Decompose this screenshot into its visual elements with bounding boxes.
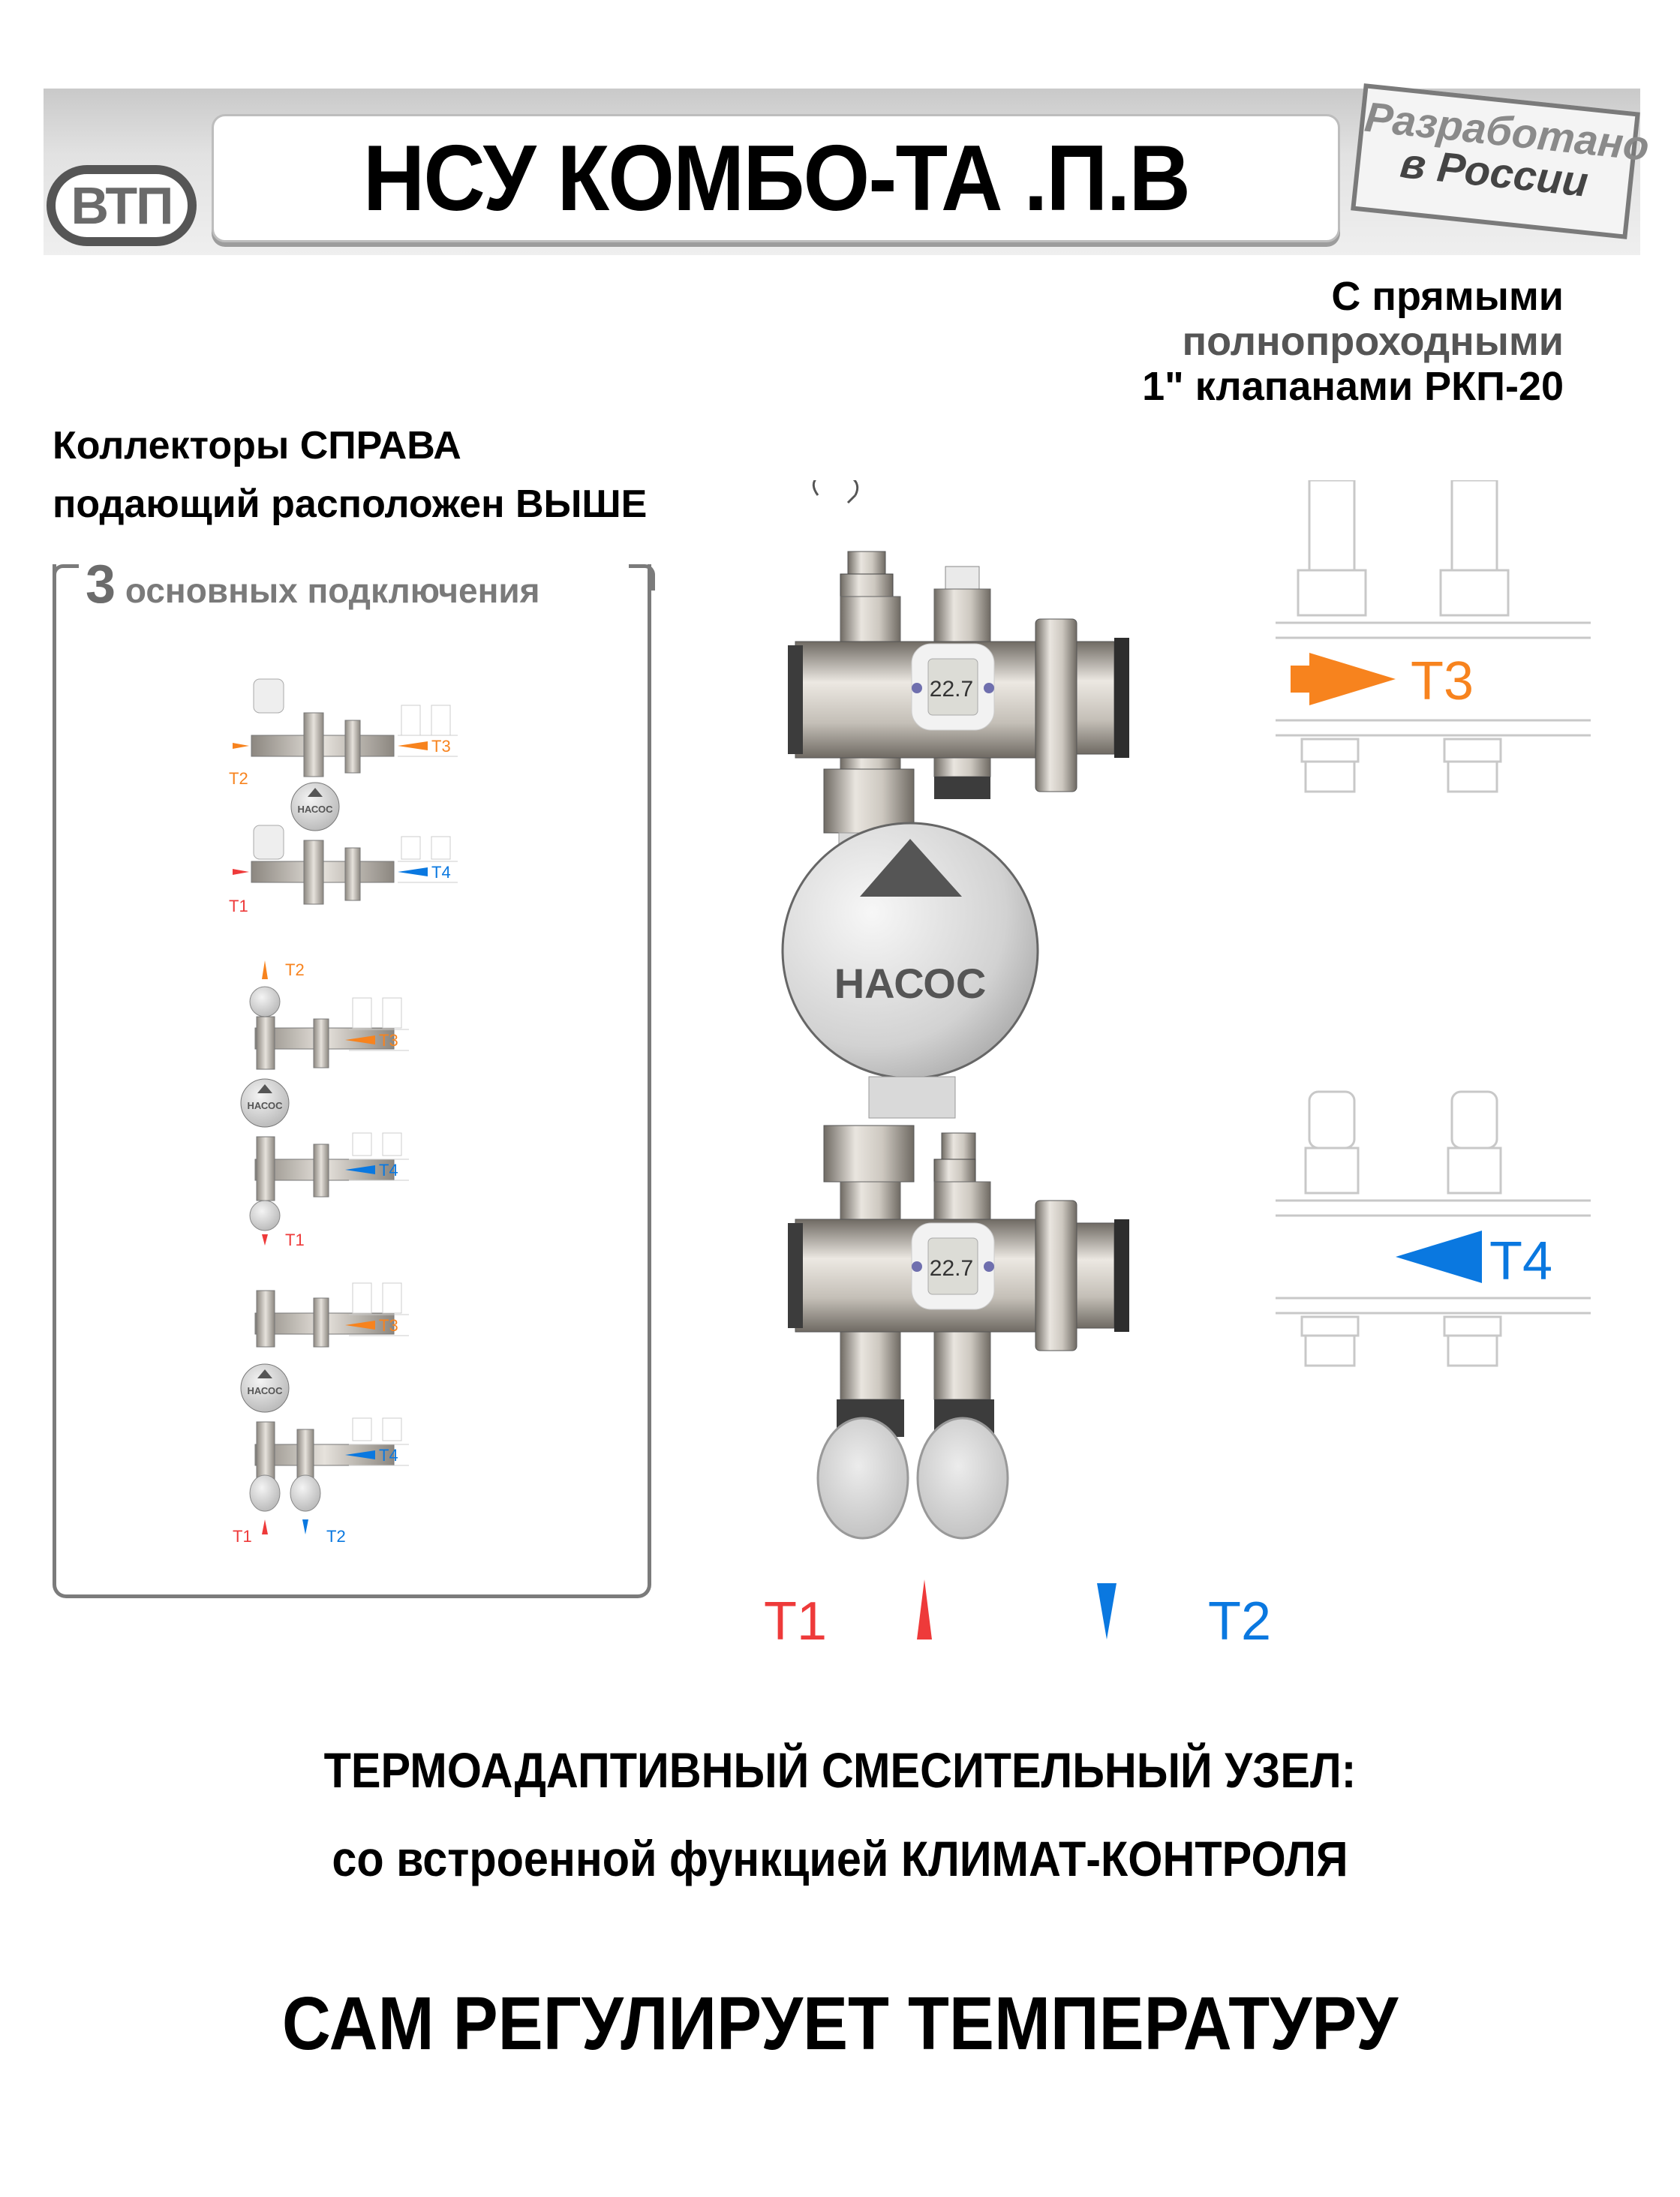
pump: НАСОС	[781, 822, 1039, 1119]
tagline-line-2: со встроенной функцией КЛИМАТ-КОНТРОЛЯ	[332, 1831, 1348, 1886]
variant-2: T2 НАСОС T1 T3 T4	[240, 960, 409, 1249]
connections-panel	[53, 564, 651, 1598]
arrow-left-icon	[1396, 1231, 1482, 1283]
logo-text: ВТП	[71, 176, 174, 235]
flow-arrow-t1: T1	[764, 1579, 932, 1652]
panel-title: 3 основных подключения	[80, 554, 546, 615]
thermohead-icon	[253, 678, 284, 714]
svg-text:22.7: 22.7	[930, 677, 973, 702]
note-line-2: подающий расположен ВЫШЕ	[53, 482, 648, 526]
svg-text:T2: T2	[326, 1527, 346, 1546]
svg-text:T1: T1	[229, 897, 248, 915]
variant-3: НАСОС T1 T2 T3 T4	[233, 1282, 409, 1546]
valve-knob-t2	[916, 1417, 1009, 1540]
valve-knob-t1	[816, 1417, 909, 1540]
svg-text:T1: T1	[233, 1527, 252, 1546]
tagline-line-1: ТЕРМОАДАПТИВНЫЙ СМЕСИТЕЛЬНЫЙ УЗЕЛ:	[323, 1742, 1357, 1798]
panel-corner	[629, 564, 655, 591]
subtitle-line-1: С прямыми	[1331, 274, 1564, 319]
variant-1: НАСОС T3 T4 T2 T1	[229, 678, 458, 915]
svg-text:T4: T4	[1489, 1231, 1552, 1291]
svg-text:T3: T3	[379, 1031, 398, 1050]
svg-text:T1: T1	[285, 1231, 305, 1249]
arrow-t3-icon	[398, 741, 428, 750]
svg-text:НАСОС: НАСОС	[247, 1100, 283, 1111]
svg-text:T2: T2	[1208, 1591, 1271, 1652]
product-title: НСУ КОМБО-ТА .П.В	[362, 126, 1190, 230]
svg-text:НАСОС: НАСОС	[834, 960, 987, 1007]
svg-text:T4: T4	[379, 1161, 398, 1180]
svg-text:T4: T4	[379, 1446, 398, 1465]
subtitle-line-3: 1" клапанами РКП-20	[1142, 364, 1564, 409]
flow-up-triangle-icon	[860, 839, 962, 897]
flow-arrow-t3: T3	[1291, 651, 1474, 711]
arrow-down-icon	[1097, 1583, 1116, 1639]
svg-text:T1: T1	[764, 1591, 827, 1652]
subtitle-line-2: полнопроходными	[1182, 319, 1564, 364]
thermohead-icon	[253, 825, 284, 860]
upper-collector	[1276, 480, 1591, 793]
svg-text:T2: T2	[285, 960, 305, 979]
arrow-up-icon	[917, 1579, 932, 1639]
flow-arrow-t2: T2	[1097, 1583, 1271, 1652]
pump-icon	[240, 1078, 290, 1128]
svg-text:T3: T3	[431, 737, 451, 756]
connection-variants: НАСОС T3 T4 T2 T1 T2 НАСОС T1 T3	[229, 678, 458, 1546]
tagline: ТЕРМОАДАПТИВНЫЙ СМЕСИТЕЛЬНЫЙ УЗЕЛ: со вс…	[0, 1726, 1680, 1903]
svg-text:22.7: 22.7	[930, 1256, 973, 1281]
sensor-wire-icon	[812, 480, 859, 504]
svg-text:T3: T3	[1411, 651, 1474, 711]
svg-text:T3: T3	[379, 1316, 398, 1335]
svg-text:НАСОС: НАСОС	[247, 1385, 283, 1396]
connections-count: 3	[86, 555, 116, 615]
lower-valve-block: 22.7	[788, 1125, 1129, 1540]
title-box: НСУ КОМБО-ТА .П.В	[212, 114, 1340, 242]
main-mixing-unit-diagram: 22.7 T3 НАСОС 22.7	[764, 480, 1591, 1652]
lower-collector	[1276, 1090, 1591, 1367]
note-line-1: Коллекторы СПРАВА	[53, 424, 461, 467]
brand-logo: ВТП	[47, 165, 197, 246]
pump-icon	[240, 1363, 290, 1413]
pump-icon	[290, 782, 340, 831]
svg-text:T2: T2	[229, 769, 248, 788]
panel-corner	[53, 564, 79, 591]
collector-notes: Коллекторы СПРАВА подающий расположен ВЫ…	[53, 416, 647, 533]
upper-valve-block: 22.7	[788, 480, 1129, 834]
valve-subtitle: С прямыми полнопроходными 1" клапанами Р…	[1142, 274, 1564, 409]
slogan: САМ РЕГУЛИРУЕТ ТЕМПЕРАТУРУ	[281, 1982, 1399, 2066]
flow-arrow-t4: T4	[1396, 1231, 1552, 1291]
svg-text:T4: T4	[431, 863, 451, 882]
arrow-t4-icon	[398, 867, 428, 876]
connections-title: основных подключения	[125, 571, 540, 610]
svg-text:НАСОС: НАСОС	[297, 804, 333, 815]
arrow-right-icon	[1291, 653, 1396, 705]
